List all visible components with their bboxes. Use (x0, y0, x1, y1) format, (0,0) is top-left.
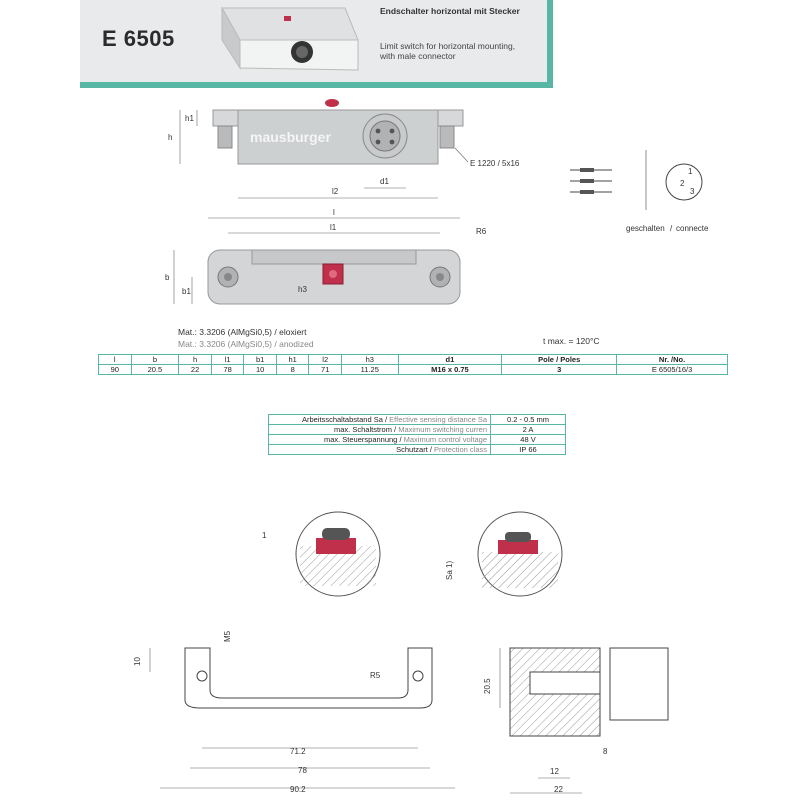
product-thumbnail (221, 6, 359, 71)
spec-value: 2 A (490, 424, 566, 435)
dims-header: h1 (275, 354, 310, 365)
spec-row: Arbeitsschaltabstand Sa / Effective sens… (268, 414, 566, 425)
svg-text:3: 3 (690, 187, 695, 196)
material-de: Mat.: 3.3206 (AlMgSi0,5) / eloxiert (178, 327, 307, 337)
spec-label-de: max. Steuerspannung (323, 435, 398, 444)
spec-label-de: max. Schaltstrom (334, 425, 392, 434)
dims-header: Nr. /No. (616, 354, 728, 365)
dims-value: 71 (308, 364, 342, 375)
dims-value: 90 (98, 364, 132, 375)
spec-row: Schutzart / Protection class IP 66 (268, 444, 566, 455)
svg-text:22: 22 (554, 785, 563, 794)
dims-value: 22 (178, 364, 212, 375)
specs-table: Arbeitsschaltabstand Sa / Effective sens… (268, 414, 566, 455)
dims-value: 10 (243, 364, 277, 375)
dims-value: M16 x 0.75 (397, 364, 503, 375)
svg-text:71.2: 71.2 (290, 747, 306, 756)
spec-label-en: Effective sensing distance Sa (389, 415, 487, 424)
svg-text:8: 8 (603, 747, 608, 756)
dims-header: d1 (397, 354, 503, 365)
svg-text:78: 78 (298, 766, 307, 775)
title-en: Limit switch for horizontal mounting, wi… (380, 41, 516, 61)
dims-header: l (98, 354, 132, 365)
svg-text:h3: h3 (298, 285, 307, 294)
dims-header: h (178, 354, 212, 365)
mounting-side: 20.5 12 22 8 (483, 647, 669, 794)
svg-text:90.2: 90.2 (290, 785, 306, 794)
detail-right: Sa 1) (445, 511, 563, 597)
spec-label-en: Maximum control voltage (403, 435, 487, 444)
svg-text:12: 12 (550, 767, 559, 776)
svg-text:l: l (333, 208, 335, 217)
dims-header: Pole / Poles (501, 354, 618, 365)
spec-label-en: Protection class (434, 445, 487, 454)
spec-value: IP 66 (490, 444, 566, 455)
dims-header: l2 (308, 354, 342, 365)
svg-text:10: 10 (133, 657, 142, 666)
dims-header: h3 (340, 354, 399, 365)
svg-text:/: / (670, 224, 673, 233)
svg-text:h1: h1 (185, 114, 194, 123)
front-view: l l1 R6 b b1 h3 (165, 208, 487, 305)
svg-text:E 1220 / 5x16: E 1220 / 5x16 (470, 159, 520, 168)
svg-text:b: b (165, 273, 170, 282)
connection-diagram: 1 2 3 geschalten / connecte (570, 150, 709, 233)
svg-text:R5: R5 (370, 671, 381, 680)
svg-text:l1: l1 (330, 223, 337, 232)
spec-label-en: Maximum switching curren (398, 425, 487, 434)
dims-value: E 6505/16/3 (616, 364, 728, 375)
mounting-front: 10 M5 R5 71.2 78 90.2 (133, 630, 455, 794)
svg-text:R6: R6 (476, 227, 487, 236)
spec-value: 48 V (490, 434, 566, 445)
detail-left: 1 (262, 511, 381, 597)
spec-label-de: Schutzart (396, 445, 428, 454)
max-temperature: t max. = 120°C (543, 336, 600, 346)
svg-text:l2: l2 (332, 187, 339, 196)
svg-text:20.5: 20.5 (483, 678, 492, 694)
spec-row: max. Steuerspannung / Maximum control vo… (268, 434, 566, 445)
svg-text:Sa 1): Sa 1) (445, 561, 454, 580)
dims-value: 78 (210, 364, 245, 375)
svg-text:1: 1 (688, 167, 693, 176)
svg-text:2: 2 (680, 179, 685, 188)
dims-header-row: l b h l1 b1 h1 l2 h3 d1 Pole / Poles Nr.… (98, 354, 728, 365)
dims-value: 8 (275, 364, 310, 375)
dims-header: b (130, 354, 180, 365)
dims-header: b1 (243, 354, 277, 365)
top-view: mausburger h h1 d1 l2 E 1220 / 5x16 (168, 99, 520, 199)
dims-value: 11.25 (340, 364, 399, 375)
dims-header: l1 (210, 354, 245, 365)
spec-value: 0.2 - 0.5 mm (490, 414, 566, 425)
spec-label-de: Arbeitsschaltabstand Sa (302, 415, 383, 424)
svg-text:connecte: connecte (676, 224, 709, 233)
dimensions-table: l b h l1 b1 h1 l2 h3 d1 Pole / Poles Nr.… (98, 354, 728, 375)
svg-text:h: h (168, 133, 172, 142)
dims-value: 20.5 (130, 364, 180, 375)
material-en: Mat.: 3.3206 (AlMgSi0,5) / anodized (178, 339, 314, 349)
svg-text:1: 1 (262, 531, 267, 540)
dims-value-row: 90 20.5 22 78 10 8 71 11.25 M16 x 0.75 3… (98, 364, 728, 375)
svg-text:M5: M5 (223, 630, 232, 642)
svg-text:d1: d1 (380, 177, 389, 186)
svg-text:b1: b1 (182, 287, 191, 296)
svg-text:geschalten: geschalten (626, 224, 665, 233)
svg-text:mausburger: mausburger (250, 129, 331, 145)
dims-value: 3 (501, 364, 618, 375)
product-code: E 6505 (102, 26, 175, 51)
title-de: Endschalter horizontal mit Stecker (380, 6, 520, 16)
spec-row: max. Schaltstrom / Maximum switching cur… (268, 424, 566, 435)
